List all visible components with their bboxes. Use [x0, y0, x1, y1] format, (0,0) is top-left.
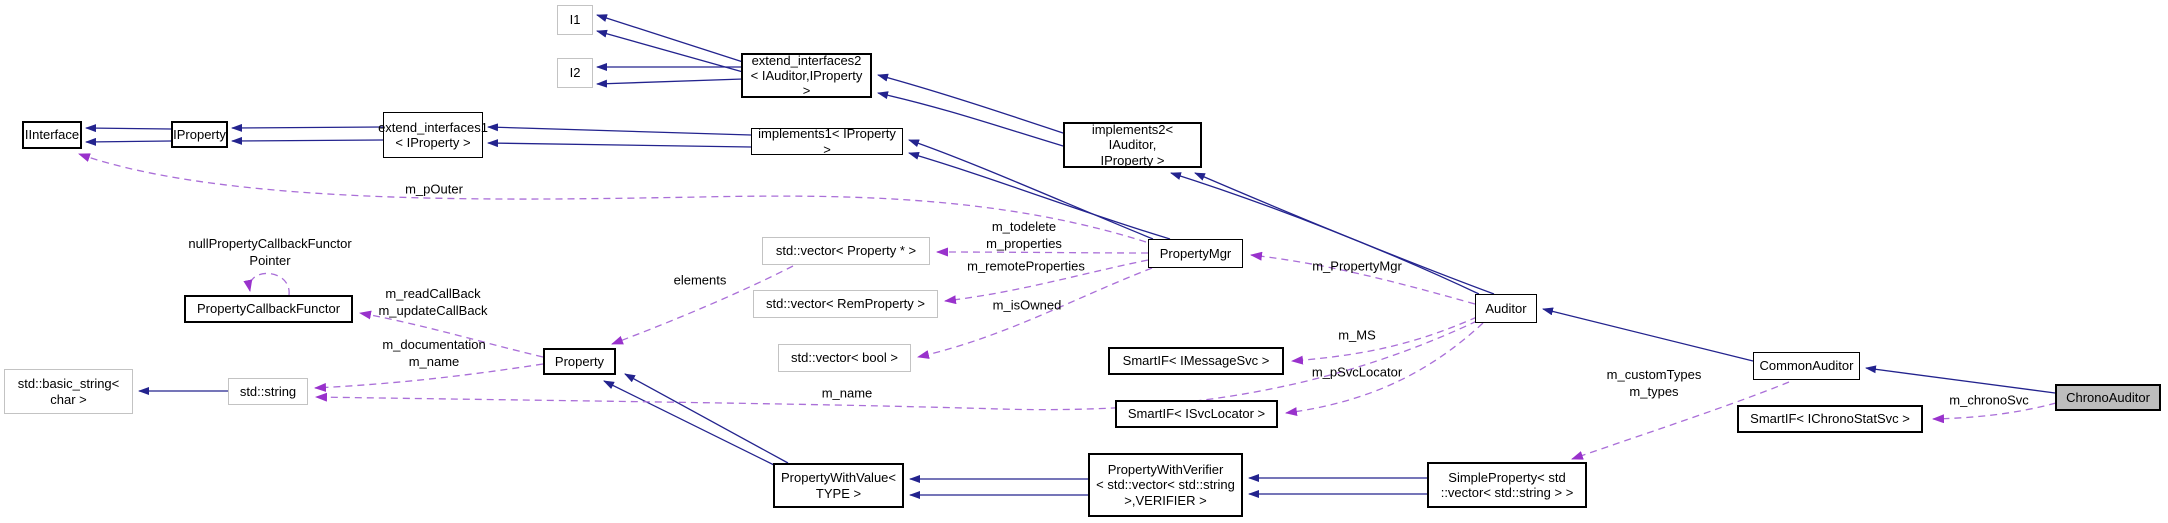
edge-impl1-to-ext1-b — [487, 139, 752, 148]
class-node-iproperty[interactable]: IProperty — [171, 121, 228, 148]
edge-pmgr-to-iinterface — [78, 153, 1147, 243]
class-node-implements2[interactable]: implements2< IAuditor, IProperty > — [1063, 122, 1202, 168]
edge-vector-property-to-property — [611, 265, 794, 345]
class-node-smartif-ichronostatsvc[interactable]: SmartIF< IChronoStatSvc > — [1737, 405, 1923, 433]
edge-pwv-to-property-b — [624, 373, 789, 464]
edge-property-to-string — [314, 363, 544, 392]
edge-iproperty-to-iinterface-b — [85, 137, 172, 146]
edge-pmgr-to-vector-remproperty — [944, 259, 1149, 305]
class-node-smartif-imessagesvc[interactable]: SmartIF< IMessageSvc > — [1108, 347, 1284, 375]
edge-auditor-to-smartif-msg — [1291, 316, 1478, 365]
edge-auditor-to-impl2-b — [1194, 172, 1495, 295]
edge-pmgr-to-impl1-b — [908, 152, 1171, 240]
edge-commonauditor-to-simpleproperty — [1571, 381, 1790, 460]
edge-pmgr-to-vector-bool — [917, 267, 1153, 359]
class-node-commonauditor[interactable]: CommonAuditor — [1753, 352, 1860, 380]
class-node-vector-bool: std::vector< bool > — [778, 344, 911, 372]
class-node-auditor[interactable]: Auditor — [1475, 294, 1537, 323]
class-node-implements1[interactable]: implements1< IProperty > — [751, 126, 903, 157]
edge-impl2-to-ext2-a — [877, 73, 1064, 134]
edge-pwv-to-property-a — [603, 380, 777, 467]
class-node-i2: I2 — [557, 58, 593, 88]
edge-impl1-to-ext1-a — [487, 123, 752, 136]
class-node-std-string: std::string — [228, 378, 308, 405]
edge-auditor-to-impl2-a — [1170, 172, 1480, 295]
edge-impl2-to-ext2-b — [877, 91, 1064, 147]
edge-property-to-pcf — [359, 310, 544, 358]
edge-ext1-to-iproperty-a — [231, 123, 384, 132]
edge-auditor-to-pmgr — [1250, 251, 1476, 305]
class-node-vector-remproperty: std::vector< RemProperty > — [753, 290, 938, 318]
class-node-simpleproperty[interactable]: SimpleProperty< std ::vector< std::strin… — [1427, 462, 1587, 508]
edge-chronoauditor-to-smartif-chrono — [1932, 402, 2057, 424]
class-node-std-basic-string: std::basic_string< char > — [4, 369, 133, 414]
edge-pmgr-to-vector-property — [936, 247, 1149, 257]
class-node-extend-interfaces2[interactable]: extend_interfaces2 < IAuditor,IProperty … — [741, 53, 872, 98]
edge-auditor-to-string — [315, 320, 1478, 411]
edge-ext2-to-i1-a — [596, 14, 744, 63]
class-node-smartif-isvclocator[interactable]: SmartIF< ISvcLocator > — [1115, 400, 1278, 428]
class-node-chronoauditor: ChronoAuditor — [2055, 384, 2161, 411]
class-node-propertywithvalue[interactable]: PropertyWithValue< TYPE > — [773, 463, 904, 508]
edge-pmgr-to-impl1-a — [908, 139, 1154, 240]
edge-ext2-to-i2-b — [596, 78, 744, 88]
edge-pcf-self-loop — [243, 272, 290, 296]
class-node-propertycallbackfunctor[interactable]: PropertyCallbackFunctor — [184, 295, 353, 323]
class-node-i1: I1 — [557, 5, 593, 35]
class-node-propertywithverifier[interactable]: PropertyWithVerifier < std::vector< std:… — [1088, 453, 1243, 517]
edge-auditor-to-smartif-svc — [1285, 322, 1484, 417]
class-node-extend-interfaces1[interactable]: extend_interfaces1 < IProperty > — [378, 112, 488, 158]
edge-ext2-to-i1-b — [596, 29, 744, 73]
edge-iproperty-to-iinterface-a — [85, 124, 172, 133]
class-node-property[interactable]: Property — [543, 348, 616, 375]
edge-commonauditor-to-auditor — [1542, 307, 1754, 362]
class-node-iinterface[interactable]: IInterface — [22, 121, 82, 149]
edge-ext1-to-iproperty-b — [231, 136, 384, 145]
class-node-vector-property: std::vector< Property * > — [762, 237, 930, 265]
class-node-propertymgr[interactable]: PropertyMgr — [1148, 239, 1243, 268]
edge-chronoauditor-to-commonauditor — [1865, 365, 2056, 394]
